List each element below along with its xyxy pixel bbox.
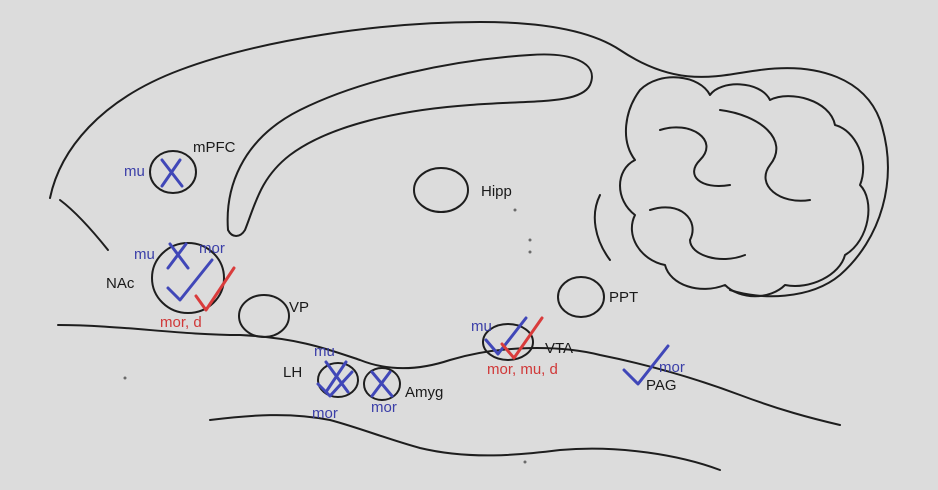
- nac-mor-check-mark: [168, 260, 212, 300]
- vp-region: [239, 295, 289, 337]
- base-outline: [210, 415, 720, 470]
- vp-label: VP: [289, 299, 309, 316]
- mpfc-label: mPFC: [193, 139, 236, 156]
- lh-mu-label: mu: [314, 343, 335, 360]
- nac-mu-cross-mark: [168, 244, 188, 268]
- nac-mu-label: mu: [134, 246, 155, 263]
- amyg-label: Amyg: [405, 384, 443, 401]
- mpfc-mu-label: mu: [124, 163, 145, 180]
- nac-label: NAc: [106, 275, 135, 292]
- cerebellum-fold-3: [650, 207, 745, 259]
- vta-red-label: mor, mu, d: [487, 361, 558, 378]
- amyg-mor-cross-mark: [372, 372, 392, 396]
- speck: [524, 461, 527, 464]
- speck: [529, 239, 532, 242]
- cerebellum-fold-2: [720, 110, 810, 201]
- speck: [514, 209, 517, 212]
- hipp-region: [414, 168, 468, 212]
- hipp-label: Hipp: [481, 183, 512, 200]
- ventral-outline: [58, 325, 840, 425]
- vta-label: VTA: [545, 340, 573, 357]
- nac-mor-label: mor: [199, 240, 225, 257]
- ppt-region: [558, 277, 604, 317]
- mpfc-mu-cross-mark: [162, 160, 182, 186]
- corpus-callosum: [228, 54, 592, 236]
- anterior-outline: [60, 200, 108, 250]
- cerebellum: [620, 77, 868, 296]
- vta-mu-label: mu: [471, 318, 492, 335]
- pag-mor-label: mor: [659, 359, 685, 376]
- speck: [124, 377, 127, 380]
- lh-label: LH: [283, 364, 302, 381]
- nac-red-label: mor, d: [160, 314, 202, 331]
- ppt-label: PPT: [609, 289, 638, 306]
- cerebellum-fold-1: [660, 127, 730, 186]
- cortex-outline: [50, 22, 888, 296]
- pag-label: PAG: [646, 377, 677, 394]
- brainstem-edge: [595, 195, 610, 260]
- lh-mor-label: mor: [312, 405, 338, 422]
- speck: [529, 251, 532, 254]
- amyg-mor-label: mor: [371, 399, 397, 416]
